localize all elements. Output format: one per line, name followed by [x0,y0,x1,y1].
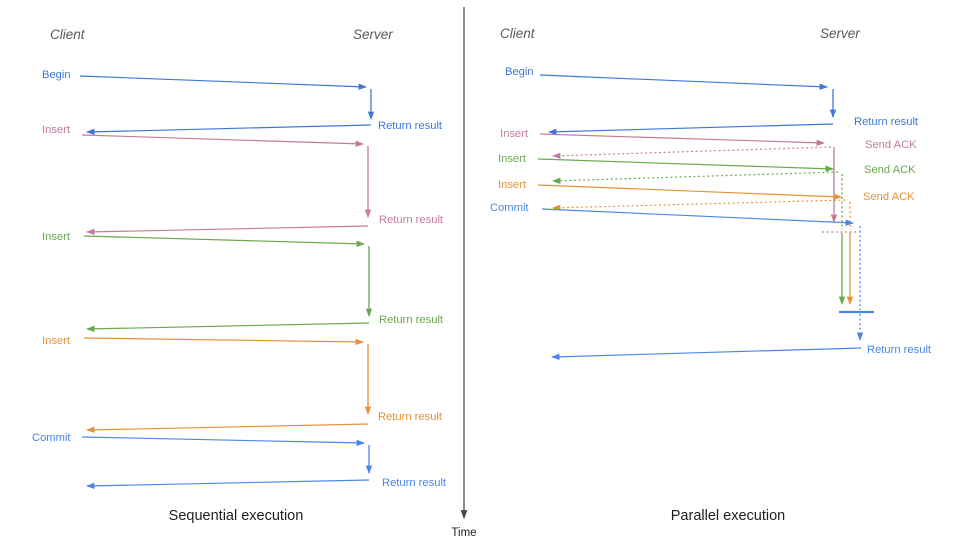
right-step-begin: Begin Return result [505,66,919,135]
left-step-commit: Commit Return result [32,432,447,490]
time-axis: Time [451,7,477,539]
left-server-header: Server [353,27,393,42]
right-begin-return-label: Return result [854,116,919,128]
right-insert2-label: Insert [498,153,527,165]
insert2-label: Insert [42,231,71,243]
right-insert2-request-arrow [537,158,835,172]
begin-label: Begin [42,69,71,81]
right-step-insert2: Insert Send ACK [498,153,916,306]
insert2-return-arrow [85,322,370,333]
right-insert1-ack-label: Send ACK [865,139,917,151]
left-step-insert1: Insert Return result [42,124,444,236]
commit-return-arrow [85,479,370,490]
insert1-label: Insert [42,124,71,136]
commit-return-label: Return result [382,477,447,489]
right-insert3-label: Insert [498,179,527,191]
right-server-header: Server [820,26,860,41]
parallel-title: Parallel execution [671,508,785,524]
insert2-return-label: Return result [379,314,444,326]
right-insert2-ack-arrow [551,171,839,184]
left-client-header: Client [50,27,86,42]
right-insert1-ack-arrow [551,146,832,159]
right-step-insert3: Insert Send ACK [498,179,915,306]
insert3-label: Insert [42,335,71,347]
begin-return-label: Return result [378,120,443,132]
right-insert3-ack-label: Send ACK [863,191,915,203]
right-client-header: Client [500,26,536,41]
sequential-diagram: Client Server Begin Return result Insert… [32,27,447,524]
right-commit-label: Commit [490,202,529,214]
left-step-begin: Begin Return result [42,69,443,136]
insert3-request-arrow [83,337,365,346]
insert1-return-label: Return result [379,214,444,226]
begin-request-arrow [79,75,368,90]
right-step-commit: Commit Return result [490,202,932,360]
sequential-title: Sequential execution [169,508,304,524]
right-step-insert1: Insert Send ACK [500,128,917,224]
insert1-request-arrow [81,134,365,147]
right-commit-return-label: Return result [867,344,932,356]
insert1-return-arrow [85,225,369,236]
right-insert3-ack-arrow [551,199,846,211]
time-axis-label: Time [451,527,476,539]
right-commit-return-arrow [550,347,862,360]
insert2-request-arrow [83,235,366,247]
right-insert2-ack-label: Send ACK [864,164,916,176]
right-insert3-request-arrow [537,184,843,200]
commit-label: Commit [32,432,71,444]
insert3-return-arrow [85,423,369,434]
parallel-diagram: Client Server Begin Return result Insert… [490,26,932,524]
left-step-insert3: Insert Return result [42,335,443,434]
commit-request-arrow [81,436,366,447]
right-commit-request-arrow [541,208,855,226]
right-insert1-request-arrow [539,133,826,146]
left-step-insert2: Insert Return result [42,231,444,333]
insert3-return-label: Return result [378,411,443,423]
right-begin-label: Begin [505,66,534,78]
begin-return-arrow [85,124,372,136]
right-begin-request-arrow [539,74,829,90]
right-insert1-label: Insert [500,128,529,140]
right-begin-return-arrow [547,123,834,135]
